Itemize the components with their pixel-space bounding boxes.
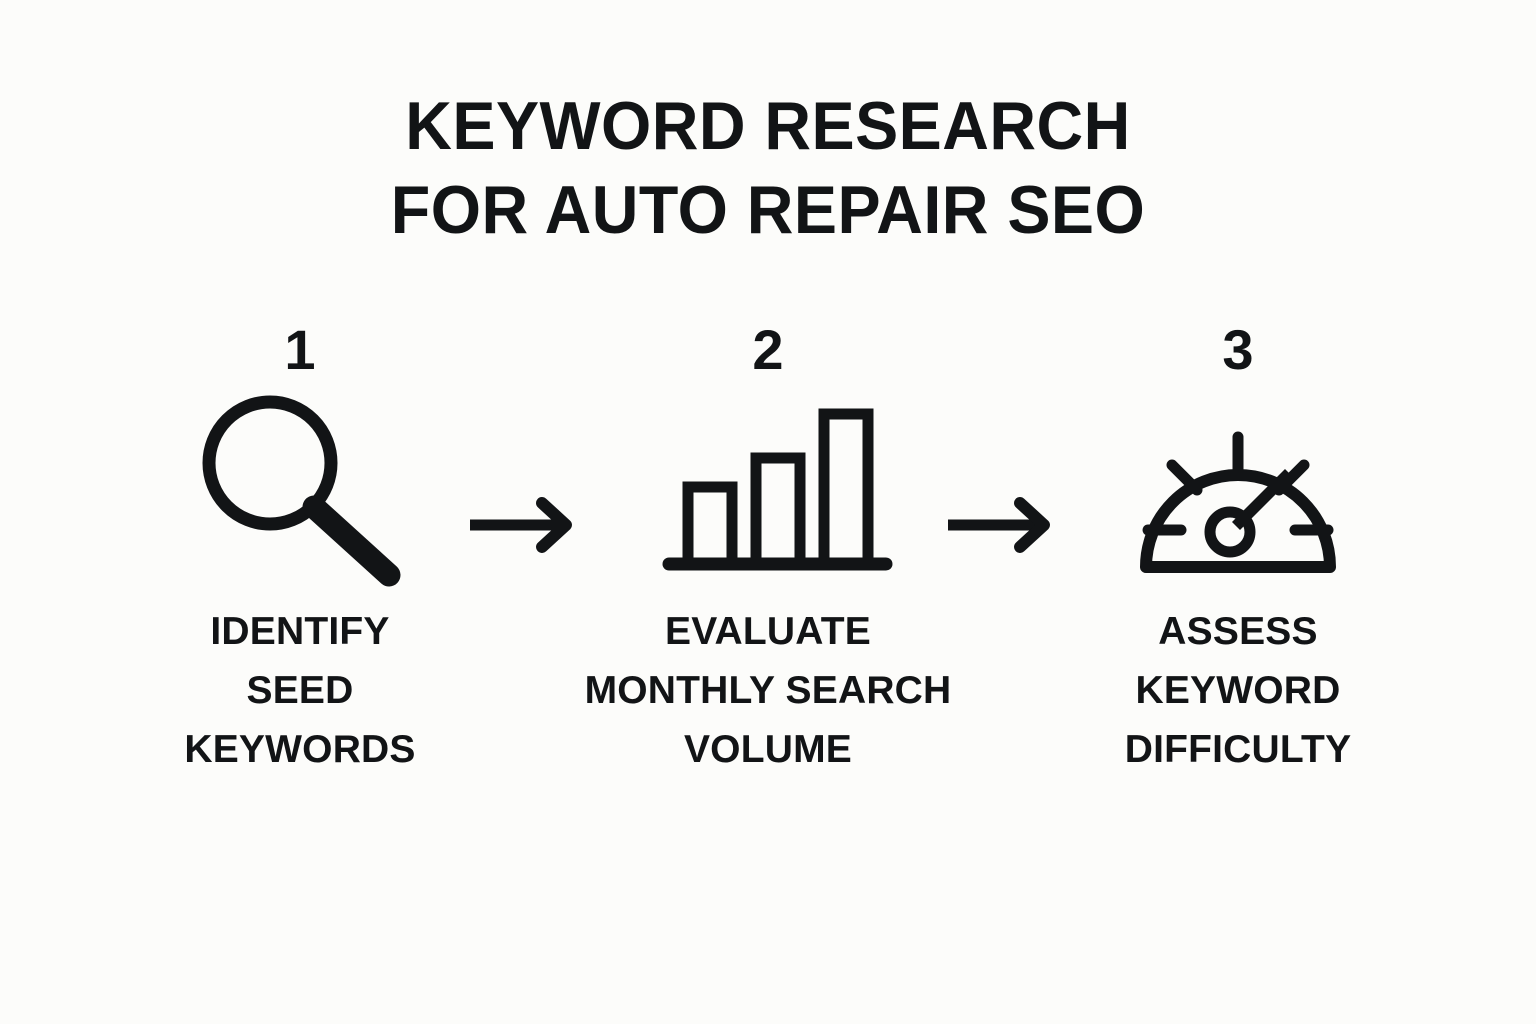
- connector-2: [944, 497, 1054, 553]
- step-1-label-line-3: KEYWORDS: [184, 728, 416, 771]
- step-2-number: 2: [752, 318, 784, 381]
- title-line-1: KEYWORD RESEARCH: [405, 88, 1131, 164]
- gauge-icon: [1140, 431, 1336, 573]
- arrow-right-icon: [470, 497, 572, 553]
- magnifying-glass-icon: [202, 395, 401, 587]
- step-1-label-line-2: SEED: [246, 669, 354, 712]
- title-line-2: FOR AUTO REPAIR SEO: [390, 172, 1146, 248]
- bar-chart-icon: [662, 408, 893, 571]
- arrow-right-icon: [948, 497, 1050, 553]
- step-2-icon-slot: [558, 392, 978, 588]
- step-3-label-line-1: ASSESS: [1158, 610, 1318, 653]
- steps-row: 1 IDENTIFY SEED KEYWORDS 2: [0, 320, 1536, 860]
- step-2-label: EVALUATE MONTHLY SEARCH VOLUME: [558, 602, 978, 779]
- step-1-number: 1: [284, 318, 316, 381]
- step-3-label-line-2: KEYWORD: [1135, 669, 1341, 712]
- step-2-label-line-2: MONTHLY SEARCH: [584, 669, 952, 712]
- step-3: 3: [1028, 320, 1448, 779]
- step-2: 2 EVALUATE MONTHLY SEARCH VOLUME: [558, 320, 978, 779]
- step-2-label-line-1: EVALUATE: [665, 610, 871, 653]
- step-1-icon-slot: [90, 392, 510, 588]
- connector-1: [466, 497, 576, 553]
- step-1-label: IDENTIFY SEED KEYWORDS: [90, 602, 510, 779]
- step-3-number: 3: [1222, 318, 1254, 381]
- page-title: KEYWORD RESEARCH FOR AUTO REPAIR SEO: [0, 84, 1536, 252]
- step-2-label-line-3: VOLUME: [683, 728, 853, 771]
- step-3-icon-slot: [1028, 392, 1448, 588]
- step-3-label: ASSESS KEYWORD DIFFICULTY: [1028, 602, 1448, 779]
- step-1: 1 IDENTIFY SEED KEYWORDS: [90, 320, 510, 779]
- step-1-label-line-1: IDENTIFY: [210, 610, 390, 653]
- step-3-label-line-3: DIFFICULTY: [1124, 728, 1352, 771]
